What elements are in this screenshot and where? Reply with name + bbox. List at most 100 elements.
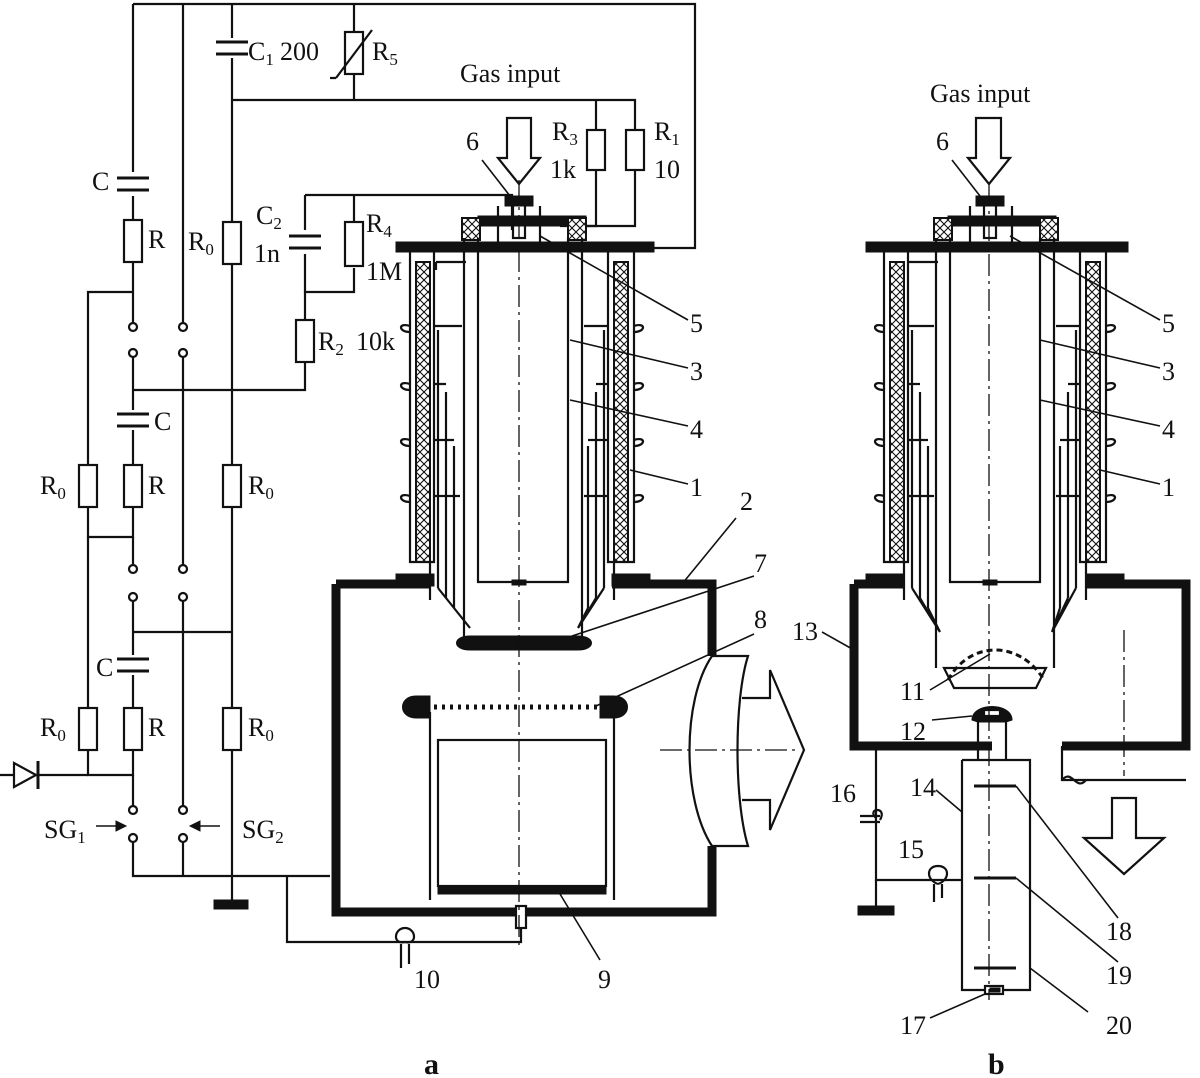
- r0-label-2: R: [40, 471, 58, 500]
- r-label-1: R: [148, 225, 166, 254]
- svg-text:R1: R1: [654, 117, 680, 149]
- leader-lines: [481, 159, 1161, 1019]
- c2-value: 1n: [254, 239, 280, 268]
- label-11: 11: [900, 677, 925, 706]
- label-15: 15: [898, 835, 924, 864]
- label-13: 13: [792, 617, 818, 646]
- r0-label-5: R: [248, 713, 266, 742]
- label-9: 9: [598, 965, 611, 994]
- r0-label-4: R: [40, 713, 58, 742]
- label-14: 14: [910, 773, 936, 802]
- svg-text:R2: R2: [318, 327, 344, 359]
- label-5b: 5: [1162, 309, 1175, 338]
- diode-icon: [0, 761, 88, 789]
- resistor-r4: [343, 220, 365, 268]
- sg1-label: SG: [44, 815, 77, 844]
- grading-rings-a: [399, 260, 645, 629]
- spark-gap-row1: [127, 321, 189, 359]
- panel-label-b: b: [988, 1048, 1005, 1078]
- resistor-r0-right-3: [221, 706, 243, 752]
- svg-text:SG1: SG1: [44, 815, 86, 847]
- label-16: 16: [830, 779, 856, 808]
- grid-8: [402, 695, 628, 719]
- label-5a: 5: [690, 309, 703, 338]
- varistor-r5: [330, 4, 373, 100]
- label-6b: 6: [936, 127, 949, 156]
- label-6a: 6: [466, 127, 479, 156]
- r4-value: 1M: [366, 257, 402, 286]
- capacitor-c-stage1: [117, 176, 149, 192]
- resistor-r2: [294, 318, 316, 364]
- svg-text:R0: R0: [188, 227, 214, 259]
- r1-label: R: [654, 117, 672, 146]
- label-1b: 1: [1162, 473, 1175, 502]
- r0-label-1: R: [188, 227, 206, 256]
- spark-gap-row2: [127, 563, 189, 603]
- label-3b: 3: [1162, 357, 1175, 386]
- svg-text:R5: R5: [372, 37, 398, 69]
- svg-text:R4: R4: [366, 209, 392, 241]
- c1-value: 200: [280, 37, 319, 66]
- spark-gap-sg: [96, 804, 220, 844]
- label-8: 8: [754, 605, 767, 634]
- r4-label: R: [366, 209, 384, 238]
- label-20: 20: [1106, 1011, 1132, 1040]
- resistor-r3: [585, 128, 607, 172]
- label-7: 7: [754, 549, 767, 578]
- gas-input-label-b: Gas input: [930, 79, 1031, 108]
- r0-label-3: R: [248, 471, 266, 500]
- svg-text:SG2: SG2: [242, 815, 284, 847]
- c2-label: C: [256, 201, 273, 230]
- c1-label: C: [248, 37, 265, 66]
- capacitor-c2: [289, 234, 321, 250]
- r3-value: 1k: [550, 155, 576, 184]
- c-label-2: C: [154, 407, 171, 436]
- svg-text:R0: R0: [40, 471, 66, 503]
- label-4a: 4: [690, 415, 703, 444]
- resistor-r0-left-3: [77, 706, 99, 752]
- label-19: 19: [1106, 961, 1132, 990]
- ground-symbol-b: [857, 905, 895, 916]
- svg-text:R3: R3: [552, 117, 578, 149]
- capacitor-c-stage3: [117, 657, 149, 673]
- svg-text:R0: R0: [40, 713, 66, 745]
- device-a: [331, 116, 806, 950]
- svg-text:R0: R0: [248, 471, 274, 503]
- resistor-r-stage3: [122, 706, 144, 752]
- c-label-1: C: [92, 167, 109, 196]
- current-loop-10: [394, 926, 416, 968]
- r1-value: 10: [654, 155, 680, 184]
- c-label-3: C: [96, 653, 113, 682]
- resistor-r0-left-2: [77, 463, 99, 509]
- marx-generator-circuit: [0, 2, 697, 968]
- label-10: 10: [414, 965, 440, 994]
- resistor-r0-right-2: [221, 463, 243, 509]
- label-4b: 4: [1162, 415, 1175, 444]
- component-labels: Gas input Gas input C1 200 R5 R3 1k R1 1…: [40, 37, 1175, 1078]
- svg-text:R0: R0: [248, 713, 274, 745]
- label-2: 2: [740, 487, 753, 516]
- label-1a: 1: [690, 473, 703, 502]
- label-18: 18: [1106, 917, 1132, 946]
- ground-symbol-a: [213, 899, 249, 910]
- resistor-r0-top: [221, 220, 243, 266]
- device-b: [849, 116, 1191, 1000]
- r5-label: R: [372, 37, 390, 66]
- r-label-2: R: [148, 471, 166, 500]
- resistor-r-stage1: [122, 218, 144, 264]
- panel-label-a: a: [424, 1048, 439, 1078]
- svg-text:C2: C2: [256, 201, 282, 233]
- gas-input-label-a: Gas input: [460, 59, 561, 88]
- resistor-r-stage2: [122, 463, 144, 509]
- capacitor-c-stage2: [117, 412, 149, 428]
- resistor-r1: [624, 128, 646, 172]
- r2-value: 10k: [356, 327, 395, 356]
- capacitor-c1: [215, 38, 249, 58]
- label-17: 17: [900, 1011, 926, 1040]
- r3-label: R: [552, 117, 570, 146]
- label-3a: 3: [690, 357, 703, 386]
- r2-label: R: [318, 327, 336, 356]
- r-label-3: R: [148, 713, 166, 742]
- svg-text:C1: C1: [248, 37, 274, 69]
